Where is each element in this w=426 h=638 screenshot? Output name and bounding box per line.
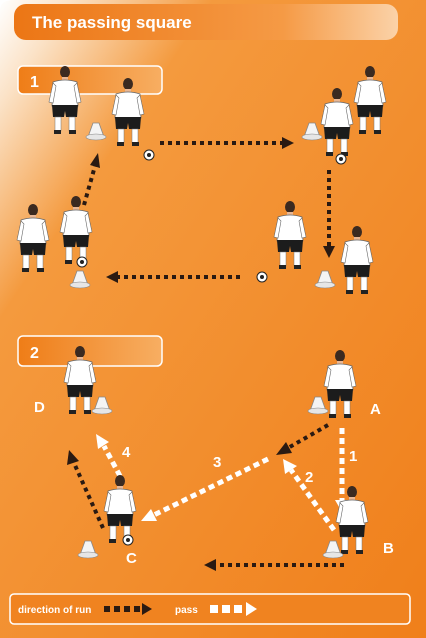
run-arrowhead-right (323, 246, 335, 258)
point-label-c: C (126, 550, 137, 567)
run-arrowhead-bottom (106, 271, 118, 283)
step-2: 2 (305, 469, 313, 486)
ball-p1-top-right (335, 153, 347, 165)
pass-arrow-3 (152, 456, 270, 518)
title-bar (14, 4, 398, 40)
point-label-a: A (370, 401, 381, 418)
step-4: 4 (122, 444, 131, 461)
panel-2-run-arrows (67, 423, 344, 571)
step-3: 3 (213, 454, 221, 471)
run-arrowhead-top (282, 137, 294, 149)
ball-p1-bottom-left (76, 256, 88, 268)
run-arrowhead-left (90, 153, 100, 168)
run-arrowhead-c-to-d (67, 450, 79, 465)
pass-arrow-2 (288, 468, 337, 532)
panel-1-box (17, 65, 163, 95)
step-1: 1 (349, 448, 357, 465)
panel-2-number: 2 (30, 345, 39, 362)
pass-arrowhead-4 (96, 434, 109, 449)
ball-c (122, 534, 134, 546)
ball-p1-bottom-right (256, 271, 268, 283)
run-arrow-left (82, 165, 97, 206)
legend-pass-label: pass (175, 605, 198, 616)
run-arrow-c-to-d (72, 462, 105, 529)
run-arrowhead-a (276, 442, 292, 455)
panel-1-number: 1 (30, 74, 39, 91)
page-title: The passing square (32, 13, 192, 32)
panel-1-run-arrows (82, 137, 335, 283)
legend-run-symbol (104, 603, 152, 615)
point-label-d: D (34, 399, 45, 416)
pass-arrowhead-2 (283, 459, 297, 474)
legend-run-label: direction of run (18, 605, 91, 616)
run-arrowhead-b-to-c (204, 559, 216, 571)
point-label-b: B (383, 540, 394, 557)
pass-arrow-4 (101, 444, 123, 478)
ball-p1-top-left (143, 149, 155, 161)
pass-arrowhead-3 (141, 509, 157, 521)
legend-pass-symbol (210, 602, 257, 616)
